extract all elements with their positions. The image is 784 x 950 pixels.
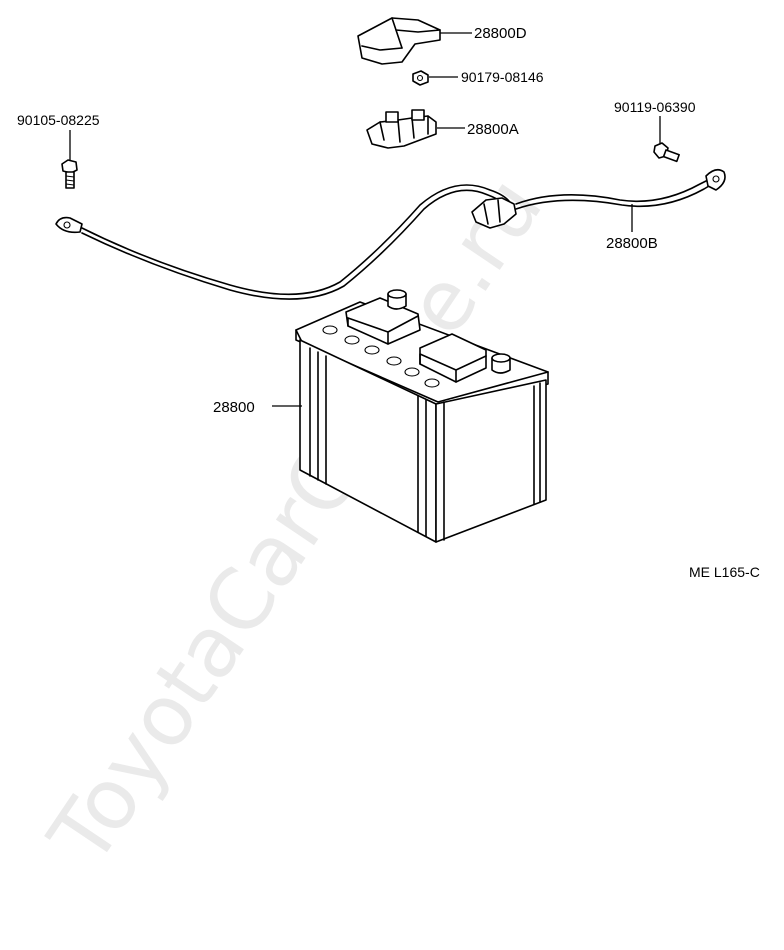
part-number-label-nut: 90179-08146 xyxy=(461,69,544,85)
bolt-left-part xyxy=(61,159,78,189)
part-number-label-battery: 28800 xyxy=(213,399,255,416)
terminal-clamp-part xyxy=(366,109,437,149)
part-number-label-clamp: 28800A xyxy=(467,121,519,138)
part-number-label-bolt-right: 90119-06390 xyxy=(614,99,696,115)
part-number-label-cover: 28800D xyxy=(474,25,527,42)
part-number-label-bolt-left: 90105-08225 xyxy=(17,112,100,128)
reference-code-label: ME L165-C xyxy=(689,564,760,580)
battery-cover-part xyxy=(357,17,441,65)
part-number-label-cable: 28800B xyxy=(606,235,658,252)
battery-part xyxy=(295,289,549,543)
bolt-right-part xyxy=(653,142,680,163)
battery-cable-part xyxy=(55,168,726,300)
nut-part xyxy=(412,70,429,86)
